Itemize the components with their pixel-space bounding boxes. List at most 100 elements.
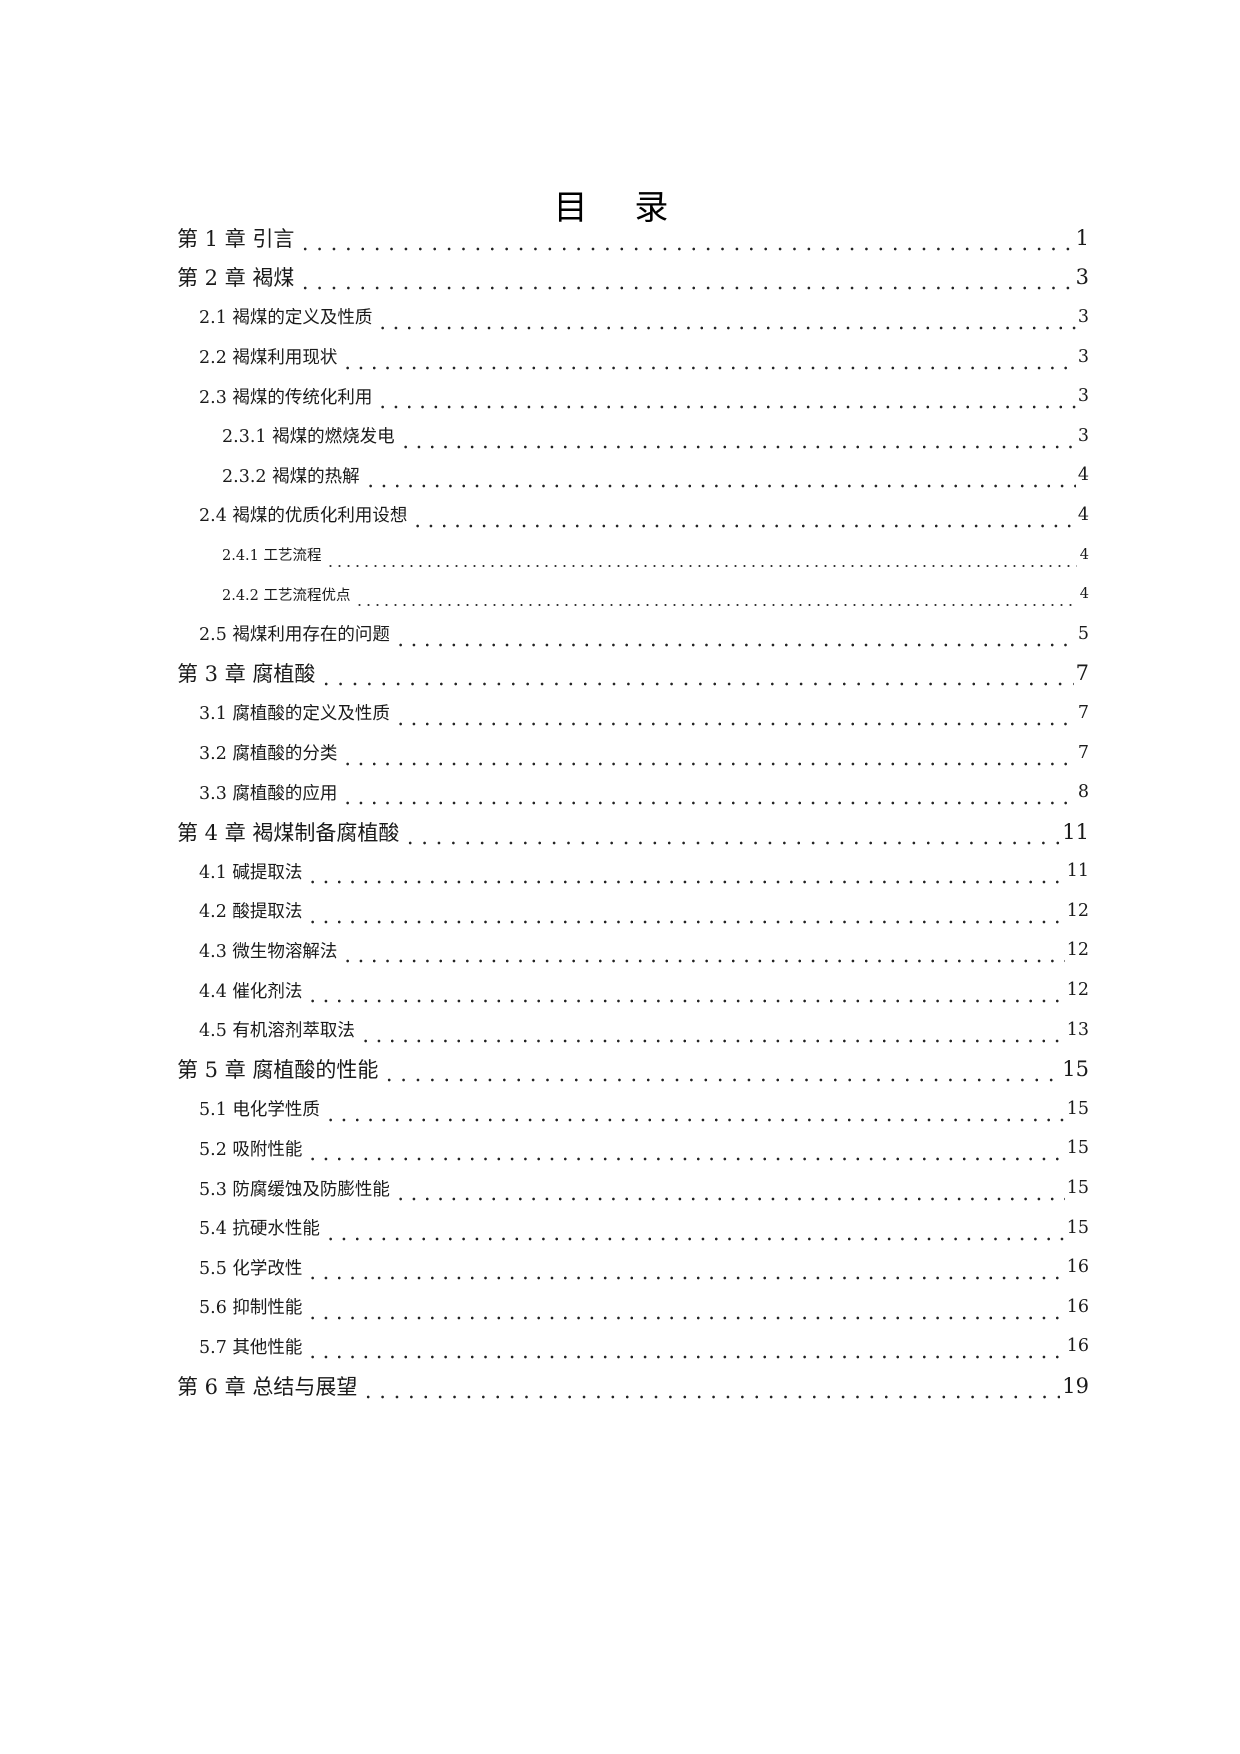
dot-leader bbox=[319, 667, 1074, 688]
toc-entry-label: 4.1 碱提取法 bbox=[199, 858, 305, 884]
toc-entry-label: 5.6 抑制性能 bbox=[199, 1294, 305, 1320]
toc-entry-page-number: 7 bbox=[1077, 742, 1089, 763]
toc-entry-page-number: 15 bbox=[1066, 1138, 1089, 1159]
toc-entry[interactable]: 4.5 有机溶剂萃取法 13 bbox=[177, 1010, 1089, 1050]
toc-entry-page-number: 7 bbox=[1075, 661, 1089, 686]
toc-entry[interactable]: 第 5 章 腐植酸的性能 15 bbox=[177, 1049, 1089, 1089]
dot-leader bbox=[341, 350, 1076, 371]
toc-entry-label: 第 2 章 褐煤 bbox=[177, 262, 297, 293]
toc-entry-page-number: 1 bbox=[1075, 225, 1089, 250]
dot-leader bbox=[382, 1063, 1061, 1084]
toc-entry[interactable]: 2.4.2 工艺流程优点 4 bbox=[177, 574, 1089, 614]
toc-entry-label: 2.4 褐煤的优质化利用设想 bbox=[199, 502, 410, 528]
dot-leader bbox=[341, 786, 1076, 807]
dot-leader bbox=[323, 1221, 1065, 1242]
dot-leader bbox=[376, 390, 1076, 411]
toc-entry[interactable]: 2.3.1 褐煤的燃烧发电 3 bbox=[177, 416, 1089, 456]
toc-entry[interactable]: 3.3 腐植酸的应用 8 bbox=[177, 772, 1089, 812]
dot-leader bbox=[398, 429, 1076, 450]
toc-entry-page-number: 3 bbox=[1075, 265, 1089, 290]
toc-entry-label: 3.3 腐植酸的应用 bbox=[199, 779, 340, 805]
toc-entry-page-number: 16 bbox=[1066, 1257, 1089, 1278]
toc-entry-label: 2.4.2 工艺流程优点 bbox=[222, 583, 353, 605]
toc-entry[interactable]: 5.2 吸附性能 15 bbox=[177, 1129, 1089, 1169]
toc-entry[interactable]: 第 4 章 褐煤制备腐植酸 11 bbox=[177, 812, 1089, 852]
toc-entry-page-number: 11 bbox=[1062, 819, 1089, 844]
toc-entry-label: 4.3 微生物溶解法 bbox=[199, 937, 340, 963]
dot-leader bbox=[306, 865, 1065, 886]
toc-entry-label: 4.4 催化剂法 bbox=[199, 977, 305, 1003]
dot-leader bbox=[306, 1261, 1065, 1282]
toc-entry[interactable]: 2.4 褐煤的优质化利用设想 4 bbox=[177, 495, 1089, 535]
toc-entry[interactable]: 5.1 电化学性质 15 bbox=[177, 1089, 1089, 1129]
toc-entry-page-number: 5 bbox=[1077, 623, 1089, 644]
toc-entry-label: 2.2 褐煤利用现状 bbox=[199, 344, 340, 370]
toc-entry[interactable]: 4.1 碱提取法 11 bbox=[177, 852, 1089, 892]
toc-entry-page-number: 15 bbox=[1066, 1098, 1089, 1119]
toc-entry[interactable]: 4.4 催化剂法 12 bbox=[177, 970, 1089, 1010]
toc-entry[interactable]: 第 1 章 引言 1 bbox=[177, 218, 1089, 258]
toc-entry[interactable]: 2.3.2 褐煤的热解 4 bbox=[177, 456, 1089, 496]
toc-entry-page-number: 7 bbox=[1077, 702, 1089, 723]
toc-entry-label: 5.4 抗硬水性能 bbox=[199, 1215, 322, 1241]
toc-entry[interactable]: 4.2 酸提取法 12 bbox=[177, 891, 1089, 931]
toc-entry-page-number: 11 bbox=[1066, 861, 1089, 882]
toc-entry-label: 2.4.1 工艺流程 bbox=[222, 544, 324, 566]
toc-entry-page-number: 4 bbox=[1079, 586, 1089, 603]
dot-leader bbox=[323, 1102, 1065, 1123]
toc-entry-page-number: 12 bbox=[1066, 980, 1089, 1001]
toc-entry-label: 5.5 化学改性 bbox=[199, 1254, 305, 1280]
toc-entry-label: 2.3.1 褐煤的燃烧发电 bbox=[222, 423, 397, 449]
dot-leader bbox=[306, 1300, 1065, 1321]
page-title: 目 录 bbox=[553, 188, 687, 228]
toc-entry[interactable]: 3.2 腐植酸的分类 7 bbox=[177, 733, 1089, 773]
toc-entry[interactable]: 2.1 褐煤的定义及性质 3 bbox=[177, 297, 1089, 337]
toc-entry[interactable]: 4.3 微生物溶解法 12 bbox=[177, 931, 1089, 971]
toc-entry[interactable]: 2.5 褐煤利用存在的问题 5 bbox=[177, 614, 1089, 654]
toc-entry[interactable]: 2.4.1 工艺流程 4 bbox=[177, 535, 1089, 575]
dot-leader bbox=[376, 310, 1076, 331]
toc-entry[interactable]: 第 3 章 腐植酸 7 bbox=[177, 654, 1089, 694]
toc-entry-page-number: 3 bbox=[1077, 346, 1089, 367]
toc-entry-label: 2.1 褐煤的定义及性质 bbox=[199, 304, 375, 330]
toc-entry-page-number: 13 bbox=[1066, 1019, 1089, 1040]
toc-entry-label: 第 3 章 腐植酸 bbox=[177, 658, 318, 689]
toc-entry-label: 第 4 章 褐煤制备腐植酸 bbox=[177, 816, 402, 847]
toc-entry-page-number: 12 bbox=[1066, 940, 1089, 961]
dot-leader bbox=[325, 548, 1077, 569]
toc-entry-label: 4.5 有机溶剂萃取法 bbox=[199, 1017, 357, 1043]
dot-leader bbox=[306, 904, 1065, 925]
toc-entry[interactable]: 第 6 章 总结与展望 19 bbox=[177, 1366, 1089, 1406]
toc-entry[interactable]: 5.4 抗硬水性能 15 bbox=[177, 1208, 1089, 1248]
dot-leader bbox=[341, 746, 1076, 767]
dot-leader bbox=[393, 627, 1076, 648]
toc-entry-label: 3.2 腐植酸的分类 bbox=[199, 740, 340, 766]
toc-entry-page-number: 3 bbox=[1077, 306, 1089, 327]
toc-entry-page-number: 16 bbox=[1066, 1336, 1089, 1357]
toc-entry-label: 4.2 酸提取法 bbox=[199, 898, 305, 924]
toc-entry-label: 2.3 褐煤的传统化利用 bbox=[199, 383, 375, 409]
toc-entry[interactable]: 5.3 防腐缓蚀及防膨性能 15 bbox=[177, 1168, 1089, 1208]
toc-entry-page-number: 15 bbox=[1062, 1057, 1089, 1082]
toc-entry[interactable]: 3.1 腐植酸的定义及性质 7 bbox=[177, 693, 1089, 733]
toc-entry-label: 2.3.2 褐煤的热解 bbox=[222, 462, 362, 488]
dot-leader bbox=[358, 1023, 1065, 1044]
toc-entry-page-number: 3 bbox=[1077, 425, 1089, 446]
toc-entry[interactable]: 2.2 褐煤利用现状 3 bbox=[177, 337, 1089, 377]
dot-leader bbox=[393, 706, 1076, 727]
toc-entry-label: 5.2 吸附性能 bbox=[199, 1135, 305, 1161]
toc-entry[interactable]: 5.5 化学改性 16 bbox=[177, 1247, 1089, 1287]
toc-entry-label: 5.3 防腐缓蚀及防膨性能 bbox=[199, 1175, 392, 1201]
toc-entry-label: 5.1 电化学性质 bbox=[199, 1096, 322, 1122]
toc-entry[interactable]: 5.6 抑制性能 16 bbox=[177, 1287, 1089, 1327]
toc-entry-page-number: 8 bbox=[1077, 782, 1089, 803]
toc-entry[interactable]: 5.7 其他性能 16 bbox=[177, 1327, 1089, 1367]
dot-leader bbox=[411, 508, 1076, 529]
toc-entry[interactable]: 2.3 褐煤的传统化利用 3 bbox=[177, 376, 1089, 416]
table-of-contents: 第 1 章 引言 1 第 2 章 褐煤 3 2.1 褐煤的定义及性质 3 2.2… bbox=[177, 218, 1089, 1406]
toc-entry-page-number: 4 bbox=[1079, 546, 1089, 563]
toc-entry[interactable]: 第 2 章 褐煤 3 bbox=[177, 258, 1089, 298]
toc-entry-page-number: 4 bbox=[1077, 465, 1089, 486]
dot-leader bbox=[306, 984, 1065, 1005]
dot-leader bbox=[403, 825, 1061, 846]
